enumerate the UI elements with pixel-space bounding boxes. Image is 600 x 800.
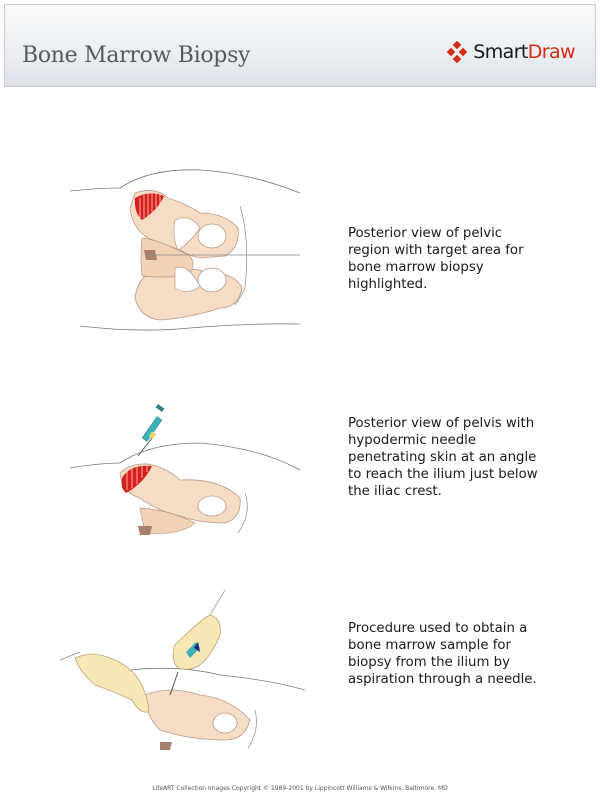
page-title: Bone Marrow Biopsy bbox=[22, 43, 251, 68]
diamond-cluster-icon bbox=[447, 41, 468, 63]
logo-text-draw: Draw bbox=[527, 41, 576, 63]
illustration-pelvis-needle bbox=[60, 398, 310, 542]
illustration-pelvis-target bbox=[60, 158, 310, 342]
caption-3: Procedure used to obtain a bone marrow s… bbox=[348, 621, 537, 687]
caption-1: Posterior view of pelvic region with tar… bbox=[348, 226, 524, 292]
caption-2: Posterior view of pelvis with hypodermic… bbox=[348, 416, 538, 499]
logo-text-smart: Smart bbox=[473, 41, 528, 63]
illustration-aspiration-procedure bbox=[59, 589, 340, 754]
copyright-footer: LifeART Collection Images Copyright © 19… bbox=[152, 785, 448, 792]
